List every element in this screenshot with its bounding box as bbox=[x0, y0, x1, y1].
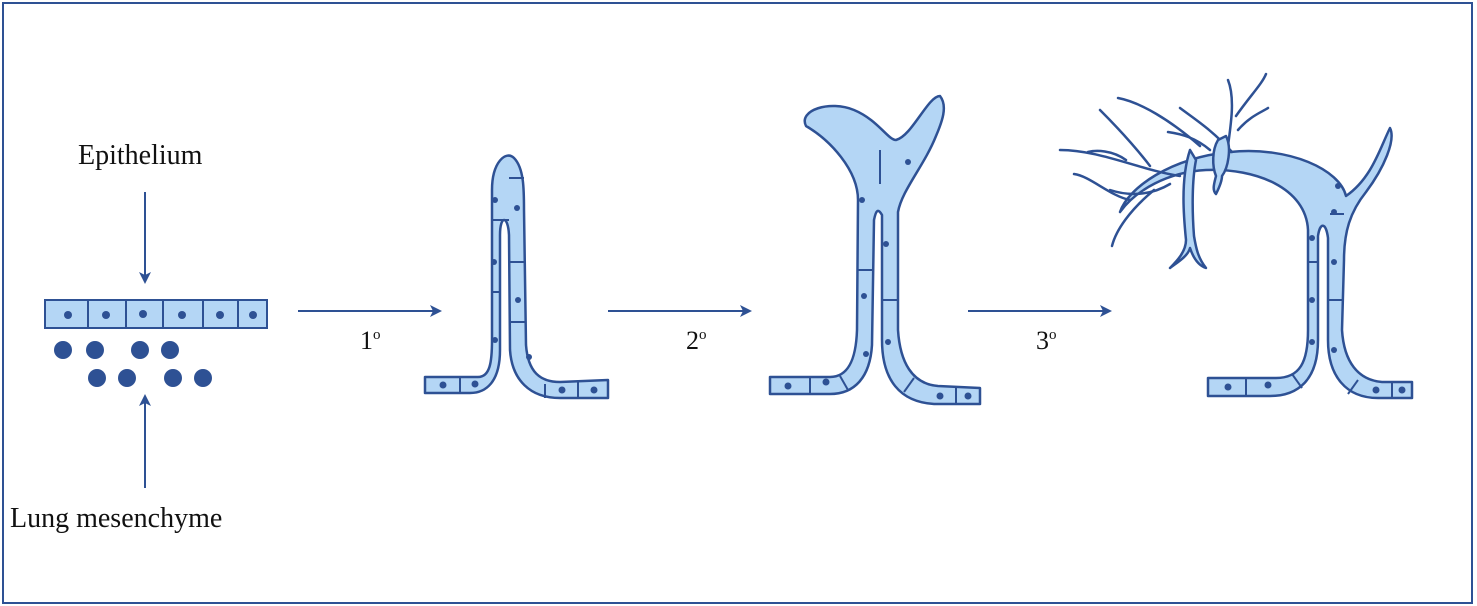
epithelial-nuclei bbox=[64, 310, 257, 319]
step-label-tertiary: 3o bbox=[1036, 326, 1057, 355]
bud-epithelium bbox=[423, 154, 610, 400]
epithelium-label: Epithelium bbox=[78, 140, 203, 171]
mesenchyme-cells bbox=[54, 341, 212, 387]
tree-epithelium bbox=[1118, 126, 1414, 400]
stage-0-flat-epithelium bbox=[44, 192, 268, 488]
fine-branches bbox=[1058, 72, 1270, 248]
mesenchyme-label: Lung mesenchyme bbox=[10, 503, 223, 534]
cell-walls bbox=[87, 300, 239, 328]
branch-epithelium bbox=[768, 94, 982, 406]
stage-2-secondary-branch bbox=[768, 94, 982, 406]
branch-nuclei bbox=[784, 159, 972, 400]
branch-cell-walls bbox=[809, 150, 957, 404]
stage-3-tertiary-branch bbox=[1058, 72, 1414, 400]
bud-cell-walls bbox=[459, 177, 579, 398]
hanging-bud-2 bbox=[1212, 134, 1231, 196]
epithelium-sheet bbox=[44, 299, 268, 329]
tree-nuclei bbox=[1224, 183, 1406, 394]
hanging-bud-1 bbox=[1168, 148, 1208, 270]
stage-1-primary-bud bbox=[423, 154, 610, 400]
step-label-secondary: 2o bbox=[686, 326, 707, 355]
step-label-primary: 1o bbox=[360, 326, 381, 355]
bud-nuclei bbox=[439, 197, 598, 394]
